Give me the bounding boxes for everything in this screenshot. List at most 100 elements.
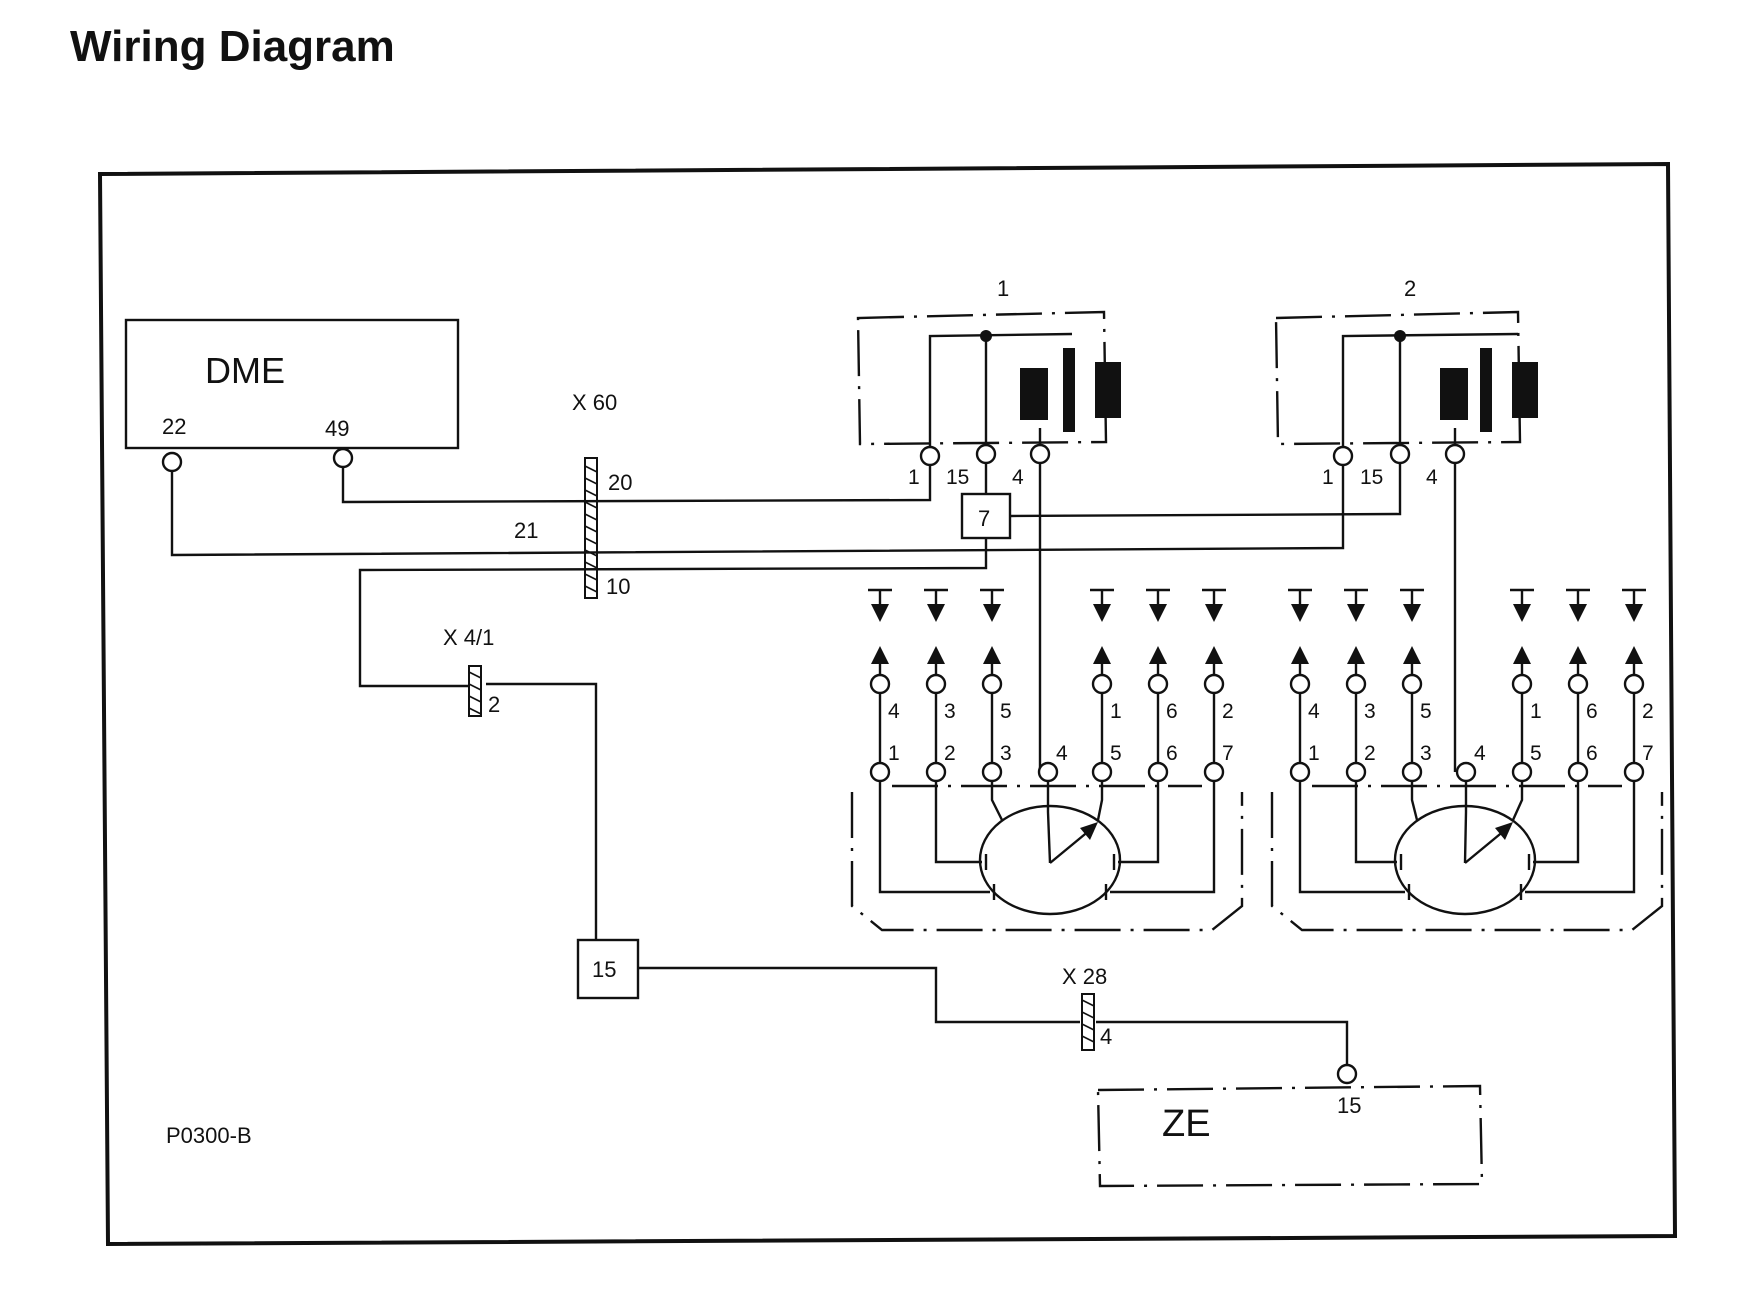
wire-relay7-x41 xyxy=(358,538,988,688)
ze-terminal-15 xyxy=(1336,1063,1358,1085)
x41-hatch xyxy=(468,671,482,715)
plug-arrow-up xyxy=(1625,646,1643,664)
plug-terminal xyxy=(1511,673,1533,695)
plug-number: 2 xyxy=(1222,700,1234,723)
dme-label: DME xyxy=(205,350,285,391)
coil-2-housing xyxy=(1274,310,1522,446)
coil-1-secondary xyxy=(1095,362,1121,418)
plug-arrow-up xyxy=(1149,646,1167,664)
cap-wire xyxy=(990,781,1004,821)
plug-arrow-up xyxy=(1291,646,1309,664)
plug-arrow-down xyxy=(1625,604,1643,622)
plug-terminal xyxy=(1401,673,1423,695)
cap-wire xyxy=(1410,781,1419,821)
coil-2-junction xyxy=(1394,330,1406,342)
plug-terminal xyxy=(1623,673,1645,695)
dist-terminal-number: 4 xyxy=(1474,742,1486,765)
ze-label: ZE xyxy=(1162,1103,1211,1145)
plug-number: 6 xyxy=(1586,700,1598,723)
dist-terminal-number: 7 xyxy=(1642,742,1654,765)
dme-pin-49: 49 xyxy=(325,416,349,441)
plug-ground xyxy=(1400,588,1424,604)
dist-terminal-number: 3 xyxy=(1420,742,1432,765)
wire-x41-box15 xyxy=(486,682,598,940)
x28-connector xyxy=(1081,993,1095,1051)
plug-arrow-up xyxy=(1513,646,1531,664)
ze-box xyxy=(1096,1084,1484,1188)
plug-arrow-down xyxy=(1403,604,1421,622)
plug-arrow-down xyxy=(1513,604,1531,622)
wire-box15-x28 xyxy=(638,966,1080,1024)
plug-ground xyxy=(1510,588,1534,604)
plug-arrow-up xyxy=(927,646,945,664)
coil-2-secondary xyxy=(1512,362,1538,418)
coil-1-pin-4: 4 xyxy=(1012,466,1024,489)
plug-number: 1 xyxy=(1110,700,1122,723)
plug-number: 4 xyxy=(888,700,900,723)
diagram-frame xyxy=(97,161,1678,1247)
dist-terminal xyxy=(1289,761,1311,783)
cap-wire xyxy=(1511,781,1524,821)
cap-wire xyxy=(1354,781,1397,864)
cap-wire xyxy=(934,781,982,864)
plug-number: 6 xyxy=(1166,700,1178,723)
cap-wire xyxy=(1525,781,1636,894)
plug-arrow-down xyxy=(927,604,945,622)
plug-arrow-down xyxy=(983,604,1001,622)
plug-arrow-up xyxy=(1569,646,1587,664)
wire-dme49-coil1-pin1 xyxy=(341,458,932,504)
dist-terminal-number: 7 xyxy=(1222,742,1234,765)
dist-terminal-number: 6 xyxy=(1166,742,1178,765)
plug-terminal xyxy=(1567,673,1589,695)
dist-terminal xyxy=(1147,761,1169,783)
cap-wire xyxy=(1298,781,1405,894)
plug-terminal xyxy=(1147,673,1169,695)
wire-x28-ze xyxy=(1096,1020,1349,1066)
plug-arrow-up xyxy=(983,646,1001,664)
dist-terminal-number: 5 xyxy=(1110,742,1122,765)
coil-1-label: 1 xyxy=(997,276,1009,301)
dme-pin-22: 22 xyxy=(162,414,186,439)
x41-connector xyxy=(468,665,482,717)
plug-number: 2 xyxy=(1642,700,1654,723)
dist-terminal-number: 3 xyxy=(1000,742,1012,765)
cap-wire xyxy=(1096,781,1104,821)
ignition-coil-2: 2 1 15 4 xyxy=(1274,276,1538,489)
dist-terminal xyxy=(1091,761,1113,783)
coil-1-core xyxy=(1063,348,1075,432)
coil-2-pin-1: 1 xyxy=(1322,466,1334,489)
dist-terminal xyxy=(1623,761,1645,783)
dist-terminal xyxy=(869,761,891,783)
coil-1-wires xyxy=(928,332,1073,448)
x60-pin-21: 21 xyxy=(514,518,538,543)
relay-7-label: 7 xyxy=(978,506,990,531)
plug-arrow-up xyxy=(871,646,889,664)
plug-arrow-down xyxy=(871,604,889,622)
plug-ground xyxy=(1344,588,1368,604)
dist-terminal xyxy=(1401,761,1423,783)
dist-terminal xyxy=(1511,761,1533,783)
plug-ground xyxy=(1622,588,1646,604)
coil-1-pin-15: 15 xyxy=(946,466,969,489)
dist-terminal-number: 6 xyxy=(1586,742,1598,765)
x60-pin-10: 10 xyxy=(606,574,630,599)
cap-wire xyxy=(1046,781,1052,864)
plug-arrow-down xyxy=(1149,604,1167,622)
plug-arrow-up xyxy=(1205,646,1223,664)
coil-2-label: 2 xyxy=(1404,276,1416,301)
x28-hatch xyxy=(1081,999,1095,1043)
rotor-arm xyxy=(1464,829,1506,864)
plug-ground xyxy=(1090,588,1114,604)
plug-ground xyxy=(1202,588,1226,604)
plug-number: 3 xyxy=(944,700,956,723)
distributor-cap xyxy=(978,804,1122,916)
plug-number: 4 xyxy=(1308,700,1320,723)
plug-arrow-up xyxy=(1403,646,1421,664)
plug-ground xyxy=(1566,588,1590,604)
x41-pin: 2 xyxy=(488,692,500,717)
rotor-arm xyxy=(1049,829,1091,864)
reference-code: P0300-B xyxy=(166,1123,252,1148)
cap-wire xyxy=(878,781,990,894)
plug-terminal xyxy=(1203,673,1225,695)
